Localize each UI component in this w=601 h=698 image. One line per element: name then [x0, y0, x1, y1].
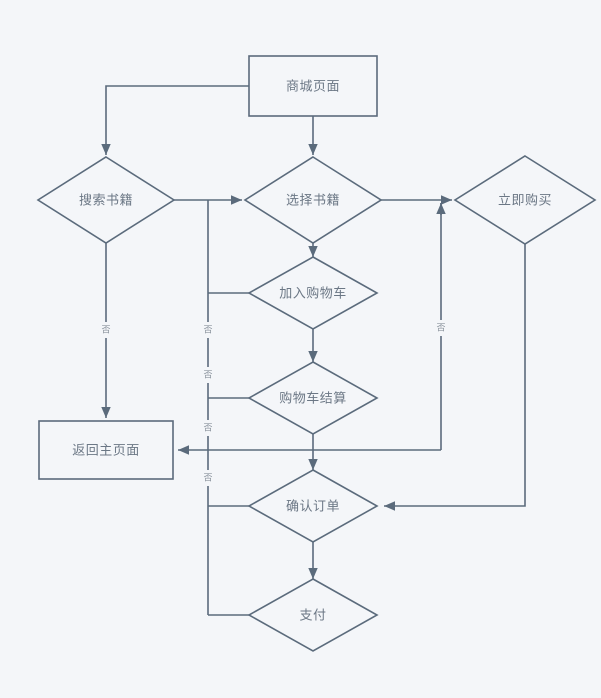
node-cart-checkout[interactable]: 购物车结算	[247, 361, 379, 435]
edge-label-addcart-no-bg	[201, 322, 215, 338]
edge-label-search-no-bg	[99, 322, 113, 338]
edge-buynow-to-confirm	[384, 244, 526, 511]
node-mall-page-label: 商城页面	[286, 78, 340, 93]
node-add-to-cart-shape	[247, 256, 379, 330]
edge-label-search-no-text: 否	[101, 324, 110, 334]
edge-label-confirm-no: 否	[201, 420, 215, 436]
edge-label-pay-no: 否	[201, 470, 215, 486]
edge-label-checkout-no-bg	[201, 367, 215, 383]
edge-label-addcart-no-text: 否	[203, 324, 212, 334]
edge-label-search-no: 否	[99, 322, 113, 338]
node-mall-page[interactable]: 商城页面	[248, 55, 378, 117]
edge-label-confirm-no-text: 否	[203, 422, 212, 432]
node-layer: 商城页面 搜索书籍 选择书籍 立即购买 加入购物车	[36, 55, 597, 652]
node-return-home-label: 返回主页面	[72, 442, 140, 457]
node-pay-shape	[247, 578, 379, 652]
edge-label-checkout-no-text: 否	[203, 369, 212, 379]
node-add-to-cart[interactable]: 加入购物车	[247, 256, 379, 330]
node-return-home[interactable]: 返回主页面	[38, 420, 174, 480]
edge-label-buynow-no-bg	[434, 320, 448, 336]
node-search-books[interactable]: 搜索书籍	[36, 156, 176, 244]
node-confirm-order-shape	[247, 469, 379, 543]
node-select-books[interactable]: 选择书籍	[243, 156, 383, 244]
node-mall-page-shape	[248, 55, 378, 117]
connector-layer	[101, 85, 526, 616]
node-search-books-shape	[36, 156, 176, 244]
edge-label-buynow-no: 否	[434, 320, 448, 336]
edge-label-pay-no-text: 否	[203, 472, 212, 482]
edge-label-pay-no-bg	[201, 470, 215, 486]
node-buy-now-shape	[453, 155, 597, 245]
node-search-books-label: 搜索书籍	[79, 192, 133, 207]
edge-label-confirm-no-bg	[201, 420, 215, 436]
edge-mall-to-search	[101, 85, 249, 155]
node-cart-checkout-label: 购物车结算	[279, 390, 347, 405]
edge-label-addcart-no: 否	[201, 322, 215, 338]
node-select-books-shape	[243, 156, 383, 244]
edge-label-layer: 否 否 否 否 否 否	[99, 320, 448, 486]
node-pay[interactable]: 支付	[247, 578, 379, 652]
node-pay-label: 支付	[299, 607, 326, 622]
node-buy-now[interactable]: 立即购买	[453, 155, 597, 245]
node-confirm-order-label: 确认订单	[286, 498, 340, 513]
edge-label-buynow-no-text: 否	[436, 322, 445, 332]
node-return-home-shape	[38, 420, 174, 480]
node-confirm-order[interactable]: 确认订单	[247, 469, 379, 543]
node-buy-now-label: 立即购买	[498, 192, 552, 207]
node-select-books-label: 选择书籍	[286, 192, 340, 207]
node-cart-checkout-shape	[247, 361, 379, 435]
edge-label-checkout-no: 否	[201, 367, 215, 383]
node-add-to-cart-label: 加入购物车	[279, 285, 347, 300]
